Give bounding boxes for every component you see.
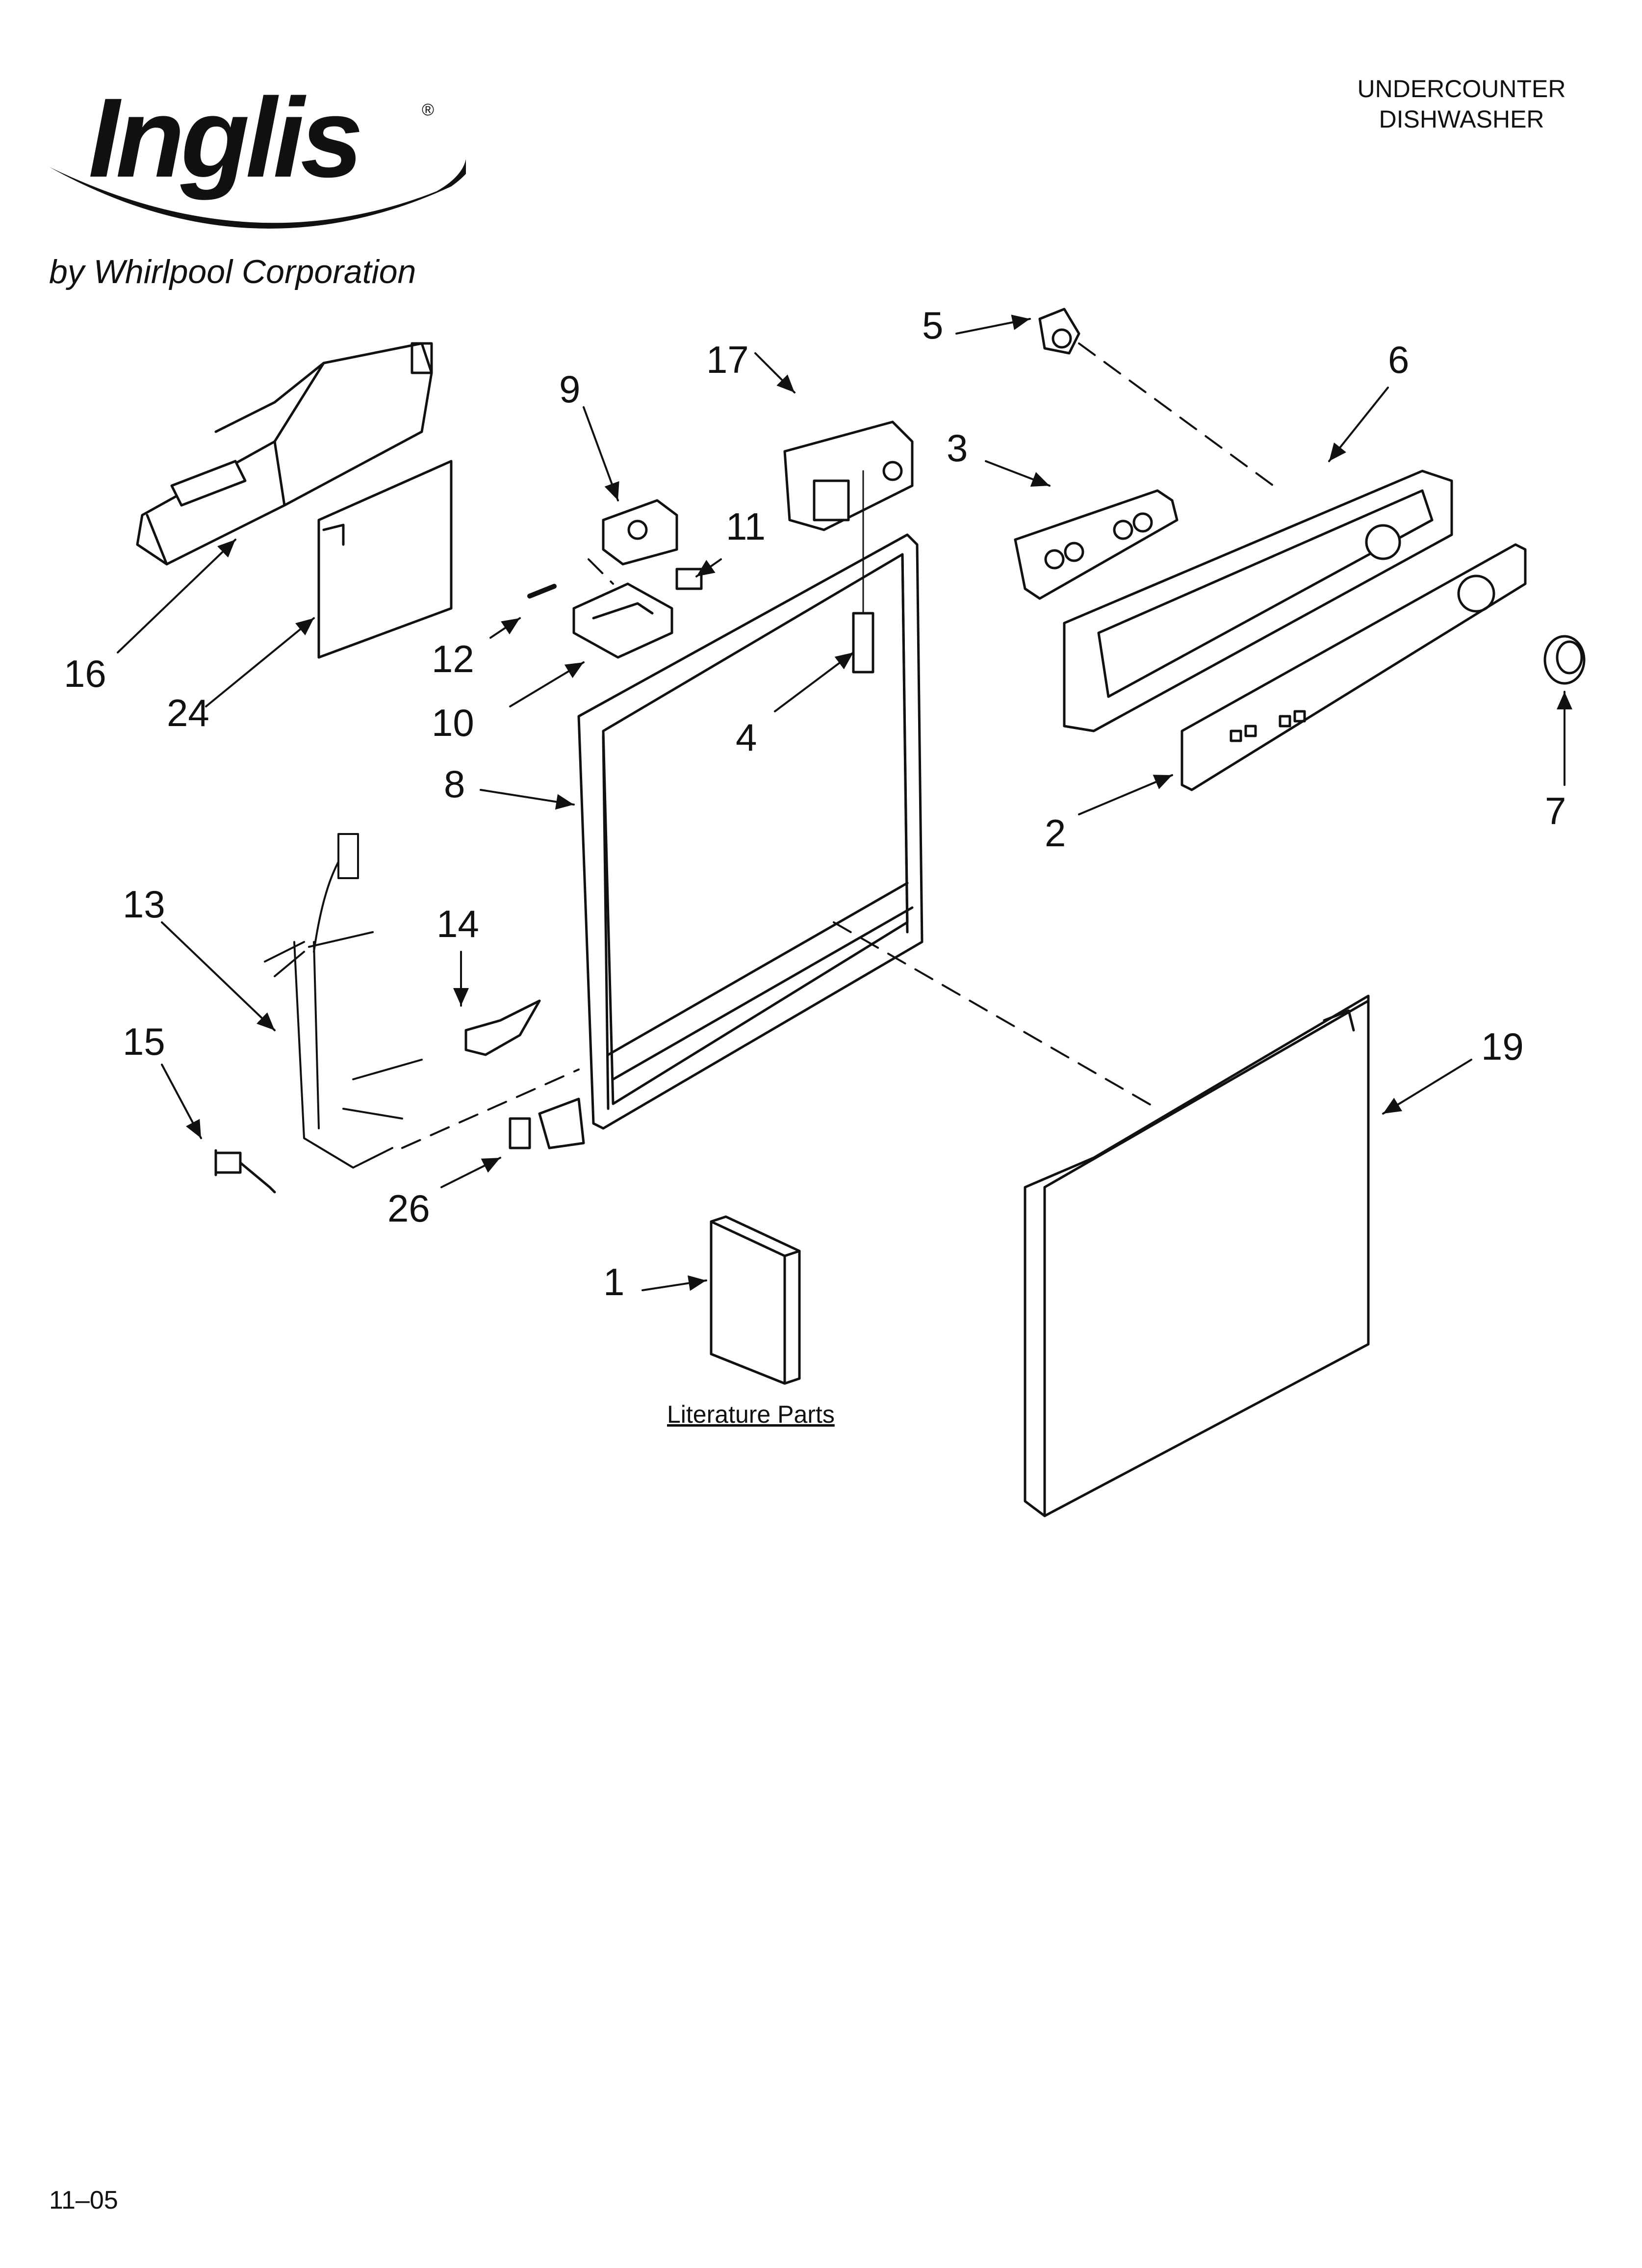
callout-7: 7 — [1545, 789, 1566, 833]
document-code: 11–05 — [49, 2186, 118, 2215]
title-line-1: UNDERCOUNTER — [1357, 75, 1566, 103]
part-7-knob — [1543, 635, 1586, 685]
callout-8: 8 — [444, 762, 465, 806]
callout-3: 3 — [947, 426, 968, 469]
part-10-latch-housing — [572, 582, 673, 659]
part-13-wire-harness — [264, 833, 423, 1169]
part-24-panel — [317, 460, 453, 659]
part-3-control-module — [1014, 489, 1179, 600]
part-8-door-frame — [538, 533, 924, 1149]
callout-17: 17 — [706, 338, 749, 381]
part-26-clip — [509, 1117, 531, 1149]
part-16-shield — [136, 342, 433, 566]
callout-12: 12 — [432, 637, 474, 680]
part-4-hinge — [852, 470, 874, 674]
svg-text:Inglis: Inglis — [88, 75, 360, 201]
part-12-pin — [527, 584, 557, 599]
part-5-bracket — [1038, 308, 1080, 355]
callout-2: 2 — [1045, 811, 1066, 855]
part-1-literature — [710, 1215, 801, 1385]
svg-text:®: ® — [422, 101, 434, 119]
document-title: UNDERCOUNTER DISHWASHER — [1324, 74, 1599, 134]
title-line-2: DISHWASHER — [1379, 105, 1544, 133]
part-19-door-panel — [1024, 994, 1370, 1517]
callout-15: 15 — [123, 1020, 165, 1063]
assembly-lines — [401, 342, 1281, 1149]
callout-1: 1 — [603, 1260, 624, 1303]
callout-4: 4 — [736, 716, 757, 759]
callout-11: 11 — [726, 505, 766, 548]
brand-subtitle: by Whirlpool Corporation — [49, 253, 416, 290]
leader-arrows — [117, 314, 1572, 1291]
part-15-screw — [214, 1149, 276, 1194]
part-2-overlay — [1180, 543, 1527, 791]
inglis-logo: Inglis ® — [49, 75, 466, 229]
callout-16: 16 — [64, 652, 106, 695]
part-9-latch — [602, 499, 678, 566]
callout-26: 26 — [387, 1187, 430, 1230]
callout-6: 6 — [1388, 338, 1409, 381]
callout-9: 9 — [559, 367, 580, 411]
callout-13: 13 — [123, 883, 165, 926]
callout-14: 14 — [436, 902, 479, 945]
part-14-connector — [464, 999, 541, 1056]
part-11-switch — [675, 568, 703, 590]
literature-parts-label: Literature Parts — [667, 1401, 835, 1428]
callout-24: 24 — [167, 691, 209, 734]
callout-10: 10 — [432, 701, 474, 744]
callout-19: 19 — [1481, 1025, 1524, 1068]
part-6-control-panel — [1063, 469, 1453, 732]
part-17-actuator — [783, 420, 914, 531]
callout-5: 5 — [922, 304, 943, 347]
